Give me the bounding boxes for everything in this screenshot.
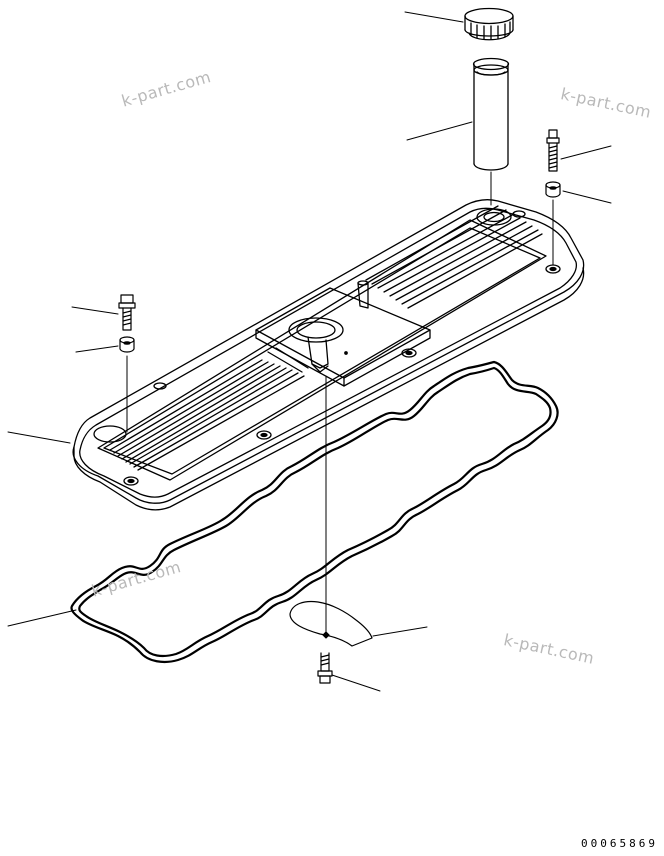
cover-bolt	[118, 294, 136, 331]
seal-plate	[289, 600, 373, 647]
leader-stud-bolt	[560, 145, 612, 160]
assembly-lines	[126, 171, 554, 633]
plate-bolt	[317, 652, 333, 684]
leader-grommet	[562, 190, 612, 204]
head-cover-gasket	[70, 360, 559, 663]
cylinder-head-cover	[72, 198, 585, 511]
breather-tube	[472, 57, 510, 171]
drawing-number: 00065869	[581, 837, 658, 850]
cover-grommet	[119, 336, 135, 353]
leader-plate-bolt	[331, 674, 381, 692]
oil-filler-cap	[464, 7, 514, 41]
grommet	[545, 181, 561, 198]
leader-seal-plate	[372, 626, 428, 637]
leader-head-cover-gasket	[7, 609, 77, 627]
leader-breather-tube	[406, 121, 473, 141]
leader-cover-grommet	[75, 345, 119, 353]
stud-bolt	[546, 129, 560, 172]
leader-cover-bolt	[71, 306, 119, 315]
leader-oil-filler-cap	[404, 11, 464, 23]
leader-cylinder-head-cover	[7, 431, 71, 444]
leader-lines	[7, 11, 612, 692]
